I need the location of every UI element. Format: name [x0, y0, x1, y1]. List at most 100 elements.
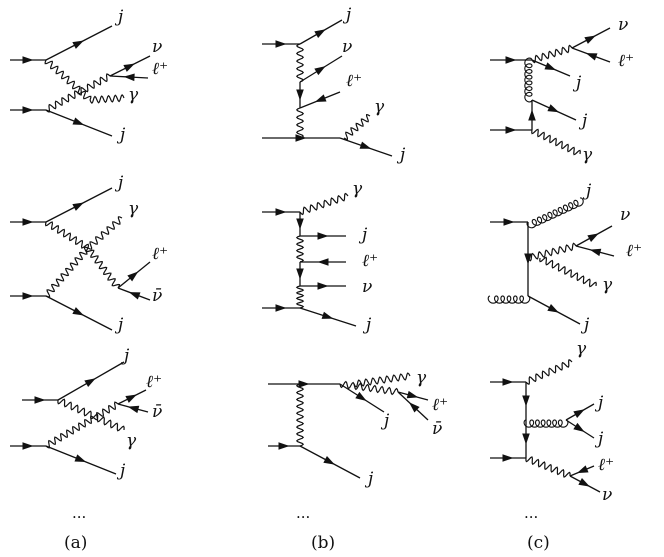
fermion-arrow [22, 56, 34, 64]
label-b2-jet-bottom: j [362, 315, 372, 335]
fermion-arrow [573, 409, 585, 419]
label-a2-jet-top: j [114, 173, 124, 193]
b2-w-boson-line [295, 235, 305, 263]
fermion-arrow [573, 422, 585, 432]
fermion-arrow [585, 53, 598, 61]
fermion-arrow [314, 29, 326, 39]
c2-w-boson-line [527, 242, 577, 262]
caption-a: (a) [64, 533, 87, 552]
c1-photon-line [531, 128, 581, 156]
label-b3-photon: γ [416, 368, 427, 388]
label-c3-jet-upper: j [594, 393, 604, 413]
label-a3-jet-bottom: j [116, 461, 126, 481]
label-c2-jet-bottom: j [580, 315, 590, 335]
fermion-arrow [505, 126, 517, 134]
fermion-arrow [503, 218, 515, 226]
caption-b: (b) [311, 533, 335, 552]
fermion-arrow [125, 394, 137, 403]
label-b1-neutrino: ν [342, 37, 352, 57]
label-c3-neutrino: ν [602, 485, 612, 505]
fermion-arrow [502, 454, 514, 462]
fermion-arrow [127, 405, 140, 414]
a3-w-boson-line [45, 401, 119, 449]
label-a3-antineutrino: ν̄ [152, 402, 162, 422]
c3-w-boson-line [525, 456, 571, 478]
label-c1-neutrino: ν [618, 15, 628, 35]
fermion-arrow [74, 454, 87, 463]
fermion-arrow [22, 442, 34, 450]
label-a1-jet-top: j [114, 7, 124, 27]
label-a2-jet-bottom: j [114, 315, 124, 335]
fermion-arrow [295, 134, 307, 142]
fermion-arrow [275, 304, 287, 312]
fermion-arrow [314, 66, 326, 76]
label-b2-neutrino: ν [362, 277, 372, 297]
label-c3-photon: γ [576, 339, 587, 359]
fermion-arrow [359, 141, 372, 149]
fermion-arrow [128, 292, 141, 300]
fermion-arrow [34, 396, 46, 404]
c3-gluon-line [523, 419, 569, 428]
fermion-arrow [589, 248, 602, 257]
label-b3-antineutrino: ν̄ [432, 419, 442, 439]
fermion-arrow [587, 233, 599, 242]
b1-w-boson-line [295, 43, 305, 83]
label-c2-lepton: ℓ⁺ [626, 241, 642, 261]
fermion-arrow [321, 311, 334, 319]
fermion-arrow [317, 282, 329, 290]
label-a2-lepton: ℓ⁺ [152, 244, 168, 264]
fermion-arrow [22, 218, 34, 226]
b2-photon-line [299, 192, 349, 216]
fermion-arrow [408, 402, 420, 413]
a2-photon-line [87, 216, 123, 250]
fermion-arrow [314, 94, 327, 103]
fermion-arrow [72, 40, 84, 49]
label-b1-jet-bottom: j [396, 145, 406, 165]
caption-c: (c) [527, 533, 550, 552]
label-c3-jet-lower: j [594, 429, 604, 449]
ellipses: ... ... ... [72, 504, 538, 522]
fermion-arrow [22, 292, 34, 300]
column-captions: (a) (b) (c) [64, 533, 550, 553]
a1-w-boson-line [45, 73, 111, 113]
b1-photon-line [343, 113, 371, 141]
label-b1-jet-top: j [342, 5, 352, 25]
fermion-arrow [544, 62, 557, 71]
a3-photon-line [57, 398, 125, 432]
fermion-arrow [505, 56, 517, 64]
label-b3-lepton: ℓ⁺ [432, 395, 448, 415]
fermion-arrow [296, 89, 304, 101]
label-a3-lepton: ℓ⁺ [146, 372, 162, 392]
fermion-arrow [584, 35, 596, 44]
fermion-arrow [275, 208, 287, 216]
label-c2-neutrino: ν [620, 205, 630, 225]
fermion-arrow [278, 442, 290, 450]
label-a3-jet-top: j [120, 346, 130, 366]
fermion-arrow [578, 478, 590, 487]
label-a2-photon: γ [128, 199, 139, 219]
c2-incoming-gluon [487, 295, 531, 304]
fermion-arrow [576, 465, 589, 474]
fermion-arrow [296, 218, 304, 230]
a1-photon-line [89, 94, 125, 104]
fermion-arrow [317, 258, 329, 266]
label-c3-lepton: ℓ⁺ [598, 455, 614, 475]
label-b3-jet-bottom: j [364, 469, 374, 489]
c2-outgoing-gluon [526, 197, 584, 229]
a2-w-boson-line [85, 247, 121, 289]
label-a2-antineutrino: ν̄ [152, 286, 162, 306]
label-a1-photon: γ [128, 85, 139, 105]
fermion-arrow [22, 106, 34, 114]
propagator-lines [10, 19, 615, 493]
b3-photon-line [353, 372, 411, 388]
ellipsis-a: ... [72, 504, 86, 522]
label-b2-jet: j [358, 225, 368, 245]
label-a1-lepton: ℓ⁺ [152, 59, 168, 79]
fermion-arrow [522, 395, 530, 407]
c1-w-boson-line [531, 44, 573, 64]
label-a1-neutrino: ν [152, 37, 162, 57]
fermion-arrow [275, 40, 287, 48]
label-b2-photon: γ [352, 179, 363, 199]
